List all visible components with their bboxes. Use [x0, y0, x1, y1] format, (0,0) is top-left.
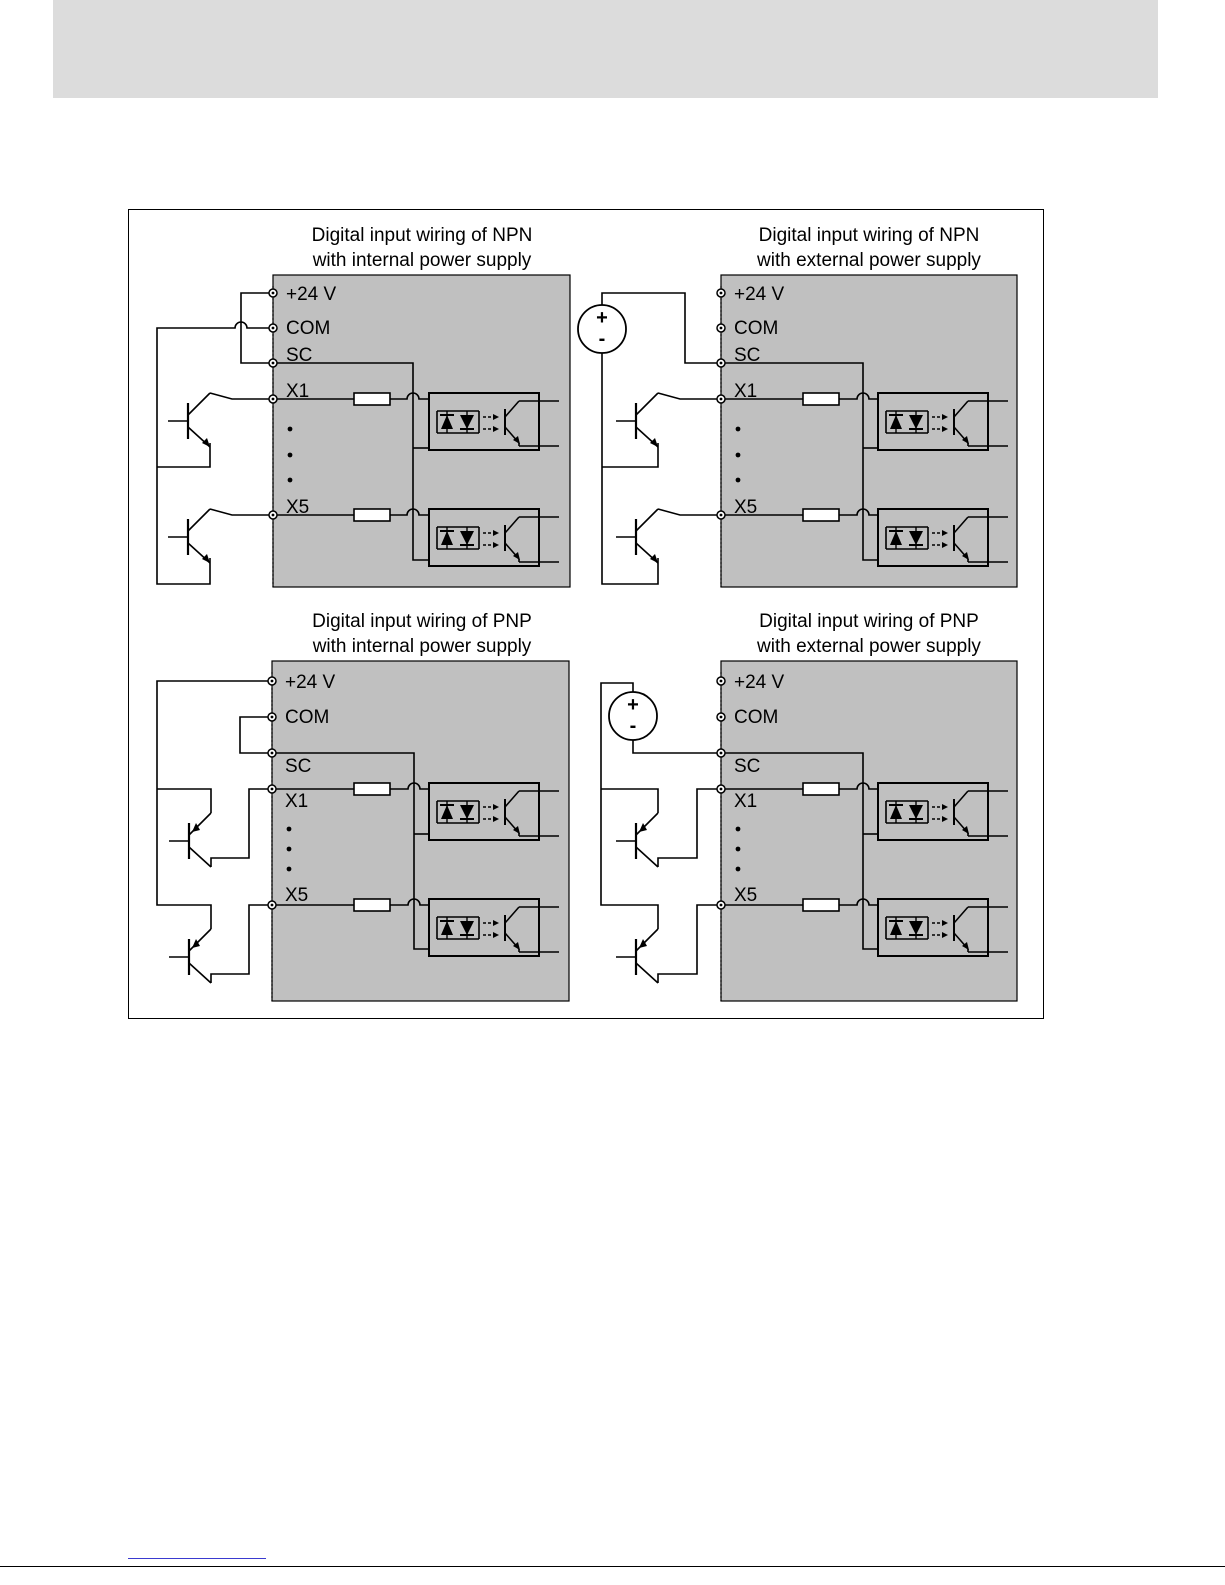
panel-title-line2: with external power supply	[756, 636, 981, 657]
svg-text:-: -	[599, 328, 606, 350]
terminal-x5	[267, 900, 277, 910]
footer-rule	[0, 1566, 1225, 1567]
terminal-24v	[267, 676, 277, 686]
terminal-label-com: COM	[285, 707, 329, 728]
terminal-label-x5: X5	[734, 497, 757, 518]
terminal-com	[716, 323, 726, 333]
terminal-sc	[268, 358, 278, 368]
terminal-sc	[716, 358, 726, 368]
drive-box	[272, 274, 571, 588]
panel-npn-external: Digital input wiring of NPN with externa…	[577, 225, 1018, 588]
terminal-label-sc: SC	[285, 756, 311, 777]
terminal-label-x5: X5	[285, 885, 308, 906]
svg-text:+: +	[596, 307, 608, 329]
terminal-x1	[268, 394, 278, 404]
svg-text:-: -	[630, 715, 637, 737]
terminal-label-x5: X5	[286, 497, 309, 518]
panel-pnp-internal: Digital input wiring of PNP with interna…	[156, 611, 570, 1002]
page-header-band	[53, 0, 1158, 98]
terminal-label-x1: X1	[734, 791, 757, 812]
panel-title-line1: Digital input wiring of PNP	[759, 611, 979, 632]
footer-link-underline[interactable]	[128, 1558, 266, 1559]
panel-title-line2: with external power supply	[756, 250, 981, 271]
external-power-supply-icon: + -	[608, 691, 658, 741]
terminal-24v	[716, 676, 726, 686]
terminal-label-x5: X5	[734, 885, 757, 906]
terminal-label-sc: SC	[286, 345, 312, 366]
terminal-24v	[268, 288, 278, 298]
terminal-label-24v: +24 V	[285, 672, 336, 693]
terminal-x5	[716, 510, 726, 520]
terminal-label-sc: SC	[734, 756, 760, 777]
terminal-sc	[716, 748, 726, 758]
panel-title-line1: Digital input wiring of NPN	[312, 225, 533, 246]
terminal-24v	[716, 288, 726, 298]
terminal-com	[268, 323, 278, 333]
terminal-label-x1: X1	[286, 381, 309, 402]
terminal-sc	[267, 748, 277, 758]
terminal-label-x1: X1	[734, 381, 757, 402]
drive-box	[271, 660, 570, 1002]
terminal-label-com: COM	[286, 318, 330, 339]
panel-title-line1: Digital input wiring of NPN	[759, 225, 980, 246]
terminal-label-com: COM	[734, 318, 778, 339]
terminal-com	[716, 712, 726, 722]
terminal-x1	[716, 784, 726, 794]
panel-npn-internal: Digital input wiring of NPN with interna…	[156, 225, 571, 588]
terminal-label-24v: +24 V	[286, 284, 337, 305]
terminal-label-sc: SC	[734, 345, 760, 366]
panel-title-line2: with internal power supply	[312, 636, 532, 657]
terminal-label-x1: X1	[285, 791, 308, 812]
terminal-x5	[716, 900, 726, 910]
panel-pnp-external: Digital input wiring of PNP with externa…	[600, 611, 1018, 1002]
terminal-com	[267, 712, 277, 722]
svg-text:+: +	[627, 694, 639, 716]
terminal-label-24v: +24 V	[734, 672, 785, 693]
panel-title-line2: with internal power supply	[312, 250, 532, 271]
terminal-x1	[267, 784, 277, 794]
terminal-label-com: COM	[734, 707, 778, 728]
panel-title-line1: Digital input wiring of PNP	[312, 611, 532, 632]
terminal-x1	[716, 394, 726, 404]
terminal-x5	[268, 510, 278, 520]
external-power-supply-icon: + -	[577, 304, 627, 354]
terminal-label-24v: +24 V	[734, 284, 785, 305]
